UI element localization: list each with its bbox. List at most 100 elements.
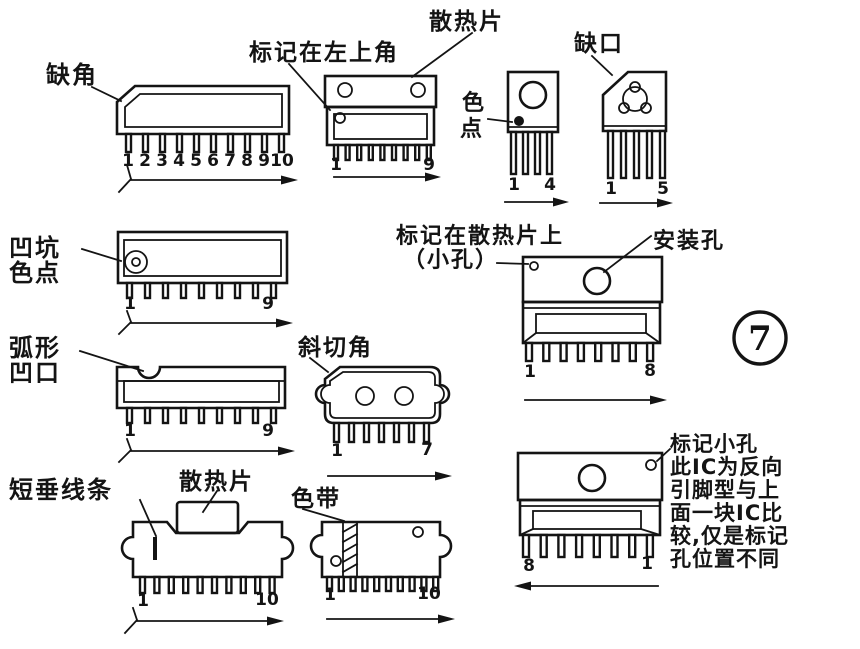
arrowhead-right [657,198,673,208]
diagram-pit-color-dot-sip9: 凹坑 色点 1 9 [9,230,293,336]
ic-pin [628,533,637,559]
ic-pin [610,533,619,559]
pin-number: 10 [417,584,441,604]
pin-row [325,575,440,593]
ic-pin [645,341,655,363]
ic-pin [407,421,416,444]
ic-pin [225,575,233,595]
ic-pin [226,132,235,154]
ic-pin [392,421,401,444]
ic-pin [268,575,276,595]
ic-pin [277,132,286,154]
leader-line [410,31,474,79]
figure-number-badge: 7 [732,310,788,366]
ic-pin [384,575,393,593]
note-line: 标记小孔 [670,432,758,456]
ic-pin [592,533,601,559]
package-body [506,70,560,134]
pin-row [332,143,432,162]
pin-number: 1 [124,294,136,314]
ic-pin [181,575,190,595]
pin-number: 3 [156,151,168,171]
pin1-fork-mark [117,437,133,464]
figure-number-circle [732,310,788,366]
ic-pin [347,421,356,444]
ic-pin [125,281,134,300]
ic-pin [253,575,262,595]
package-body-inner [333,113,428,140]
ic-pin [337,575,345,593]
ic-pin [408,575,416,593]
trefoil-hole [622,86,648,112]
mounting-hole [582,266,612,296]
ic-pin [402,143,409,162]
heatsink-label: 散热片 [429,9,504,35]
ic-pin [645,533,655,559]
pin-row [521,533,655,559]
ic-pin [632,129,641,180]
trefoil-lobe [640,102,652,114]
ic-pin [594,341,603,363]
color-band-hatch [341,522,359,574]
small-hole [412,526,424,538]
pin-number: 1 [508,175,520,195]
ic-pin [158,132,167,154]
ic-pin [373,575,381,593]
ic-pin [542,341,551,363]
diagram-notch-5pin: 缺口 1 5 [574,30,673,208]
note-line: 引脚型与上 [670,478,780,502]
arrowhead-right [278,446,295,456]
diagram-reverse-pin-zip8: 8 1 标记小孔 此IC为反向 引脚型与上 面一块IC比 较,仅是标记 孔位置不… [514,432,789,591]
diagram-bevel-corner-7pin: 斜切角 1 7 [297,334,452,481]
leader-line [308,356,330,374]
ic-pin [175,132,184,154]
mounting-hole [518,80,548,110]
ic-pin [233,406,242,425]
pit-mark-outer [124,250,148,274]
figure-number: 7 [748,319,772,359]
arrowhead-left [514,581,531,591]
pin-number: 9 [423,155,435,175]
package-body [314,365,451,425]
ic-pin [196,575,204,595]
pin-number: 8 [644,361,656,381]
pin-number: 5 [657,179,669,199]
corner-mark-circle [334,112,346,124]
ic-pin [362,421,371,444]
ic-pin [251,281,260,300]
ic-pin [545,130,554,176]
pin-number: 1 [324,585,336,605]
diagram-short-bar-10pin: 短垂线条 散热片 1 10 [9,469,295,635]
mounting-hole-label: 安装孔 [653,228,725,254]
ic-pin [141,132,150,154]
mounting-hole [355,386,375,406]
pin-number: 8 [241,151,253,171]
ic-pin [344,143,351,162]
pin-number: 10 [255,590,279,610]
leader-line [287,62,332,112]
note-line: 较,仅是标记 [670,524,789,548]
pin-number: 9 [262,421,274,441]
ic-pin [209,132,218,154]
pin-number: 8 [523,556,535,576]
reverse-pin-note: 标记小孔 此IC为反向 引脚型与上 面一块IC比 较,仅是标记 孔位置不同 [670,432,789,571]
ic-pin [349,575,357,593]
note-line: 孔位置不同 [670,547,780,571]
notch-label: 凹口 [9,359,61,387]
pin-row [125,406,278,425]
ic-pin [215,406,224,425]
note-line: 此IC为反向 [670,455,783,479]
ic-pin [210,575,219,595]
leader-line [80,247,123,263]
dot-label: 色点 [9,259,61,287]
heatsink-plate [323,74,438,109]
arrowhead-right [267,616,284,626]
color-dot-label-char1: 色 [462,90,486,116]
package-body [601,70,668,133]
arrowhead-right [553,197,569,207]
pin-number: 4 [173,151,185,171]
diagram-mark-upper-left-sip9: 散热片 标记在左上角 1 9 [249,9,504,182]
diagram-color-band-10pin: 色带 1 10 [291,485,455,624]
ic-pin [521,533,531,559]
